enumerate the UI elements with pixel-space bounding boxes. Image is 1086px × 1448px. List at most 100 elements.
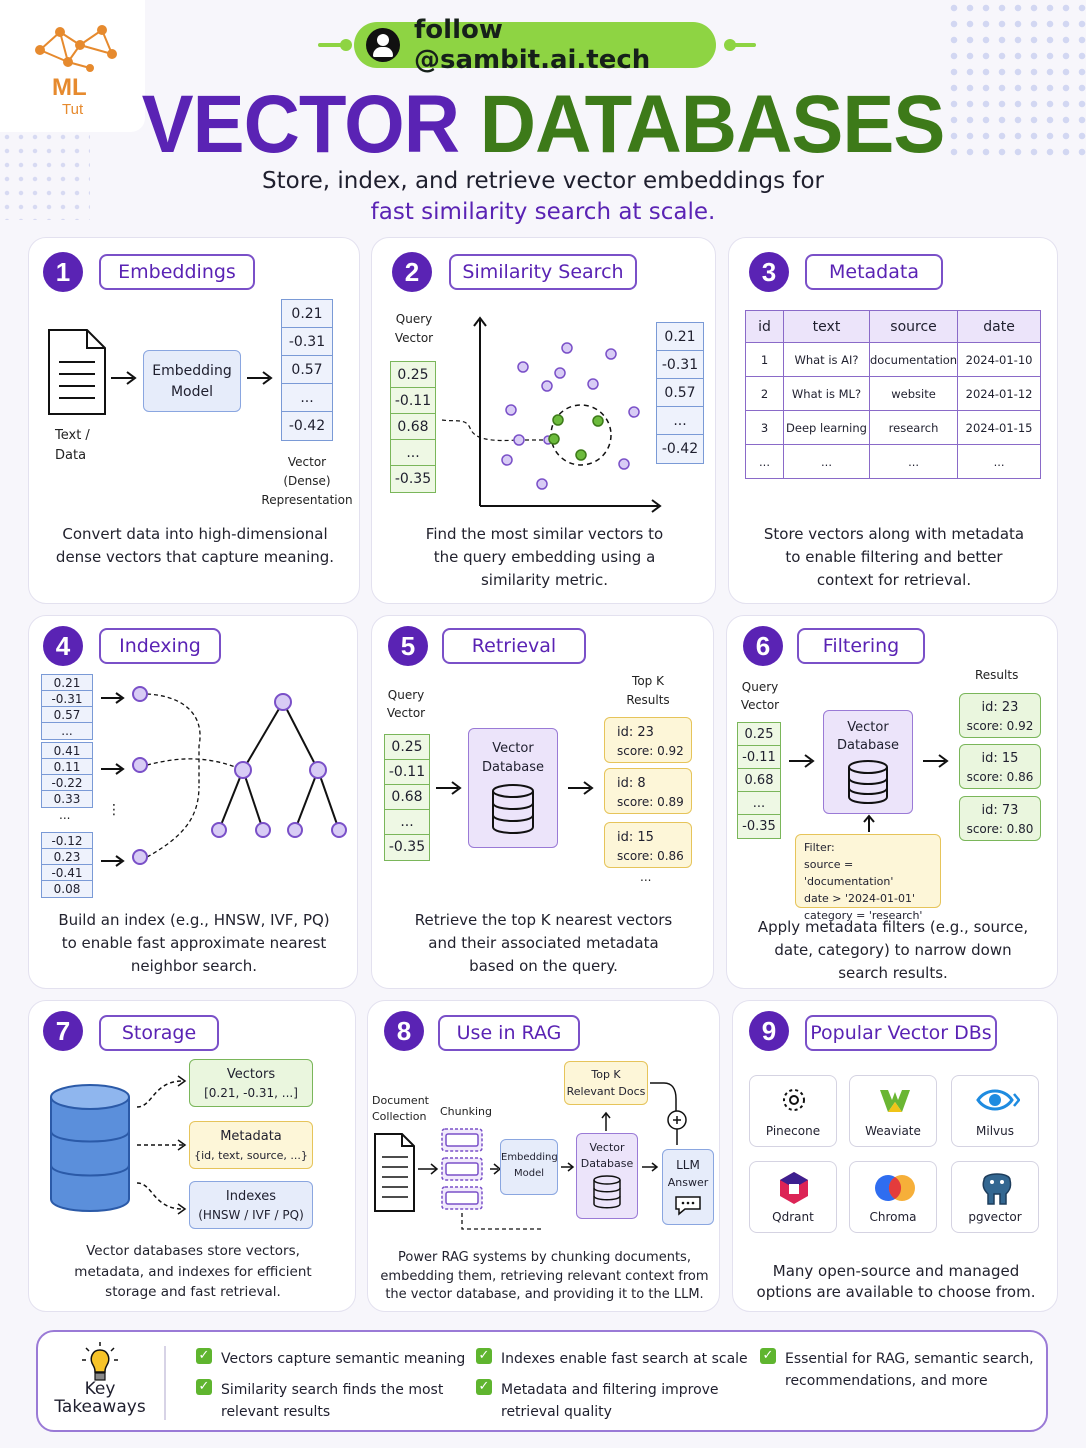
decorative-dots [0, 130, 90, 220]
checkbox-icon: ✓ [196, 1379, 212, 1395]
query-label-line: Vector [386, 706, 426, 720]
db-name: pgvector [968, 1210, 1022, 1224]
takeaway-text: Indexes enable fast search at scale [501, 1351, 748, 1367]
storage-vectors-box: Vectors [0.21, -0.31, ...] [189, 1059, 313, 1107]
vector-cell: ... [385, 810, 429, 835]
result-score: score: 0.92 [617, 744, 684, 758]
result-item[interactable]: id: 73 score: 0.80 [959, 796, 1041, 841]
vector-cell: 0.25 [385, 735, 429, 760]
db-label: Vector [847, 720, 889, 735]
card-embeddings: 1 Embeddings Text / Data Embedding Model… [28, 237, 360, 604]
db-label: Database [481, 760, 545, 775]
storage-item-title: Vectors [226, 1067, 276, 1082]
result-item[interactable]: id: 15 score: 0.86 [959, 744, 1041, 789]
table-cell: What is ML? [783, 376, 870, 411]
table-cell: research [868, 410, 959, 445]
vector-cell: 0.57 [657, 379, 703, 407]
vector-cell: -0.31 [42, 691, 92, 707]
card-description: Find the most similar vectors to the que… [378, 523, 711, 592]
query-label-line: Query [387, 688, 425, 702]
db-tile-chroma[interactable]: Chroma [849, 1161, 937, 1233]
step-number: 9 [749, 1011, 789, 1051]
vector-label-line: Representation [261, 493, 353, 507]
vector-cell: -0.42 [661, 441, 699, 457]
document-icon [374, 1133, 415, 1212]
vector-cell: 0.68 [738, 769, 780, 792]
card-description: Build an index (e.g., HNSW, IVF, PQ) to … [35, 909, 353, 978]
vector-cell: 0.68 [391, 414, 435, 440]
step-number: 3 [749, 252, 789, 292]
results-label-line: Top K [632, 674, 664, 688]
db-tile-qdrant[interactable]: Qdrant [749, 1161, 837, 1233]
card-description: Apply metadata filters (e.g., source, da… [733, 916, 1053, 985]
query-label: Query Vector [382, 686, 430, 722]
vector-cell: -0.11 [738, 746, 780, 769]
subtitle-highlight: fast similarity search at scale. [370, 199, 716, 225]
table-cell: What is AI? [783, 342, 870, 377]
step-number: 4 [43, 626, 83, 666]
result-score: score: 0.86 [966, 770, 1034, 784]
vector-cell: 0.21 [282, 300, 332, 328]
card-indexing: 4 Indexing 0.21 -0.31 0.57 ... 0.41 0.11… [28, 615, 358, 989]
chunking-diagram [418, 1128, 544, 1230]
db-tile-pinecone[interactable]: Pinecone [749, 1075, 837, 1147]
filter-line: Filter: [804, 841, 835, 854]
db-name: Qdrant [772, 1210, 814, 1224]
result-vector: 0.21 -0.31 0.57 ... -0.42 [656, 322, 704, 464]
query-label: Query Vector [390, 310, 438, 348]
vector-cell: -0.35 [394, 471, 432, 487]
db-tile-weaviate[interactable]: Weaviate [849, 1075, 937, 1147]
vector-cell: -0.35 [742, 819, 776, 834]
db-name: Weaviate [865, 1124, 921, 1138]
step-number: 5 [388, 626, 428, 666]
result-item[interactable]: id: 8 score: 0.89 [604, 768, 692, 814]
vector-cell: 0.23 [42, 849, 92, 865]
table-cell: 2024-01-15 [957, 410, 1041, 445]
query-label-line: Vector [394, 331, 434, 345]
card-description: Store vectors along with metadata to ena… [735, 523, 1053, 592]
desc-line: the vector database, and providing it to… [385, 1287, 704, 1302]
card-similarity-search: 2 Similarity Search Query Vector 0.25 -0… [371, 237, 716, 604]
vector-cell: -0.31 [657, 351, 703, 379]
db-name: Chroma [869, 1210, 917, 1224]
table-cell: ... [868, 444, 959, 479]
llm-answer-box: LLM Answer [662, 1149, 714, 1225]
db-tile-pgvector[interactable]: pgvector [951, 1161, 1039, 1233]
query-vector: 0.25 -0.11 0.68 ... -0.35 [390, 361, 436, 493]
chunking-label: Chunking [440, 1105, 492, 1118]
chroma-icon [875, 1175, 915, 1201]
query-vector: 0.25 -0.11 0.68 ... -0.35 [384, 734, 430, 861]
input-label: Text / Data [55, 426, 90, 466]
input-label-line: Text / [55, 428, 90, 443]
card-rag: 8 Use in RAG Document Collection Chunkin… [367, 1000, 720, 1312]
filter-box: Filter: source = 'documentation' date > … [795, 834, 941, 922]
checkbox-icon: ✓ [760, 1348, 776, 1364]
desc-line: date, category) to narrow down [774, 941, 1012, 959]
result-id: id: 73 [981, 803, 1019, 818]
card-storage: 7 Storage Vectors [0.21, -0.31, ...] Met… [28, 1000, 356, 1312]
column-header: date [957, 310, 1041, 343]
storage-metadata-box: Metadata {id, text, source, ...} [189, 1121, 313, 1169]
vector-label-line: (Dense) [283, 474, 331, 488]
llm-label: LLM [676, 1158, 700, 1172]
vector-cell: 0.25 [391, 362, 435, 388]
decorative-dots [946, 0, 1086, 160]
column-header: text [783, 310, 870, 343]
storage-item-sub: (HNSW / IVF / PQ) [198, 1208, 304, 1222]
result-score: score: 0.89 [617, 795, 684, 809]
subtitle: Store, index, and retrieve vector embedd… [262, 168, 824, 194]
logo-subtext: Tut [62, 101, 84, 118]
filter-line: category = 'research' [804, 909, 923, 922]
takeaway-text: recommendations, and more [785, 1373, 988, 1389]
result-item[interactable]: id: 23 score: 0.92 [959, 693, 1041, 738]
result-item[interactable]: id: 23 score: 0.92 [604, 717, 692, 763]
table-cell: ... [783, 444, 870, 479]
rag-flow-arrows [642, 1082, 687, 1172]
result-item[interactable]: id: 15 score: 0.86 [604, 822, 692, 868]
db-tile-milvus[interactable]: Milvus [951, 1075, 1039, 1147]
follow-button[interactable]: follow @sambit.ai.tech [354, 15, 716, 75]
takeaways-label: Key Takeaways [54, 1380, 146, 1416]
card-description: Vector databases store vectors, metadata… [33, 1241, 353, 1303]
